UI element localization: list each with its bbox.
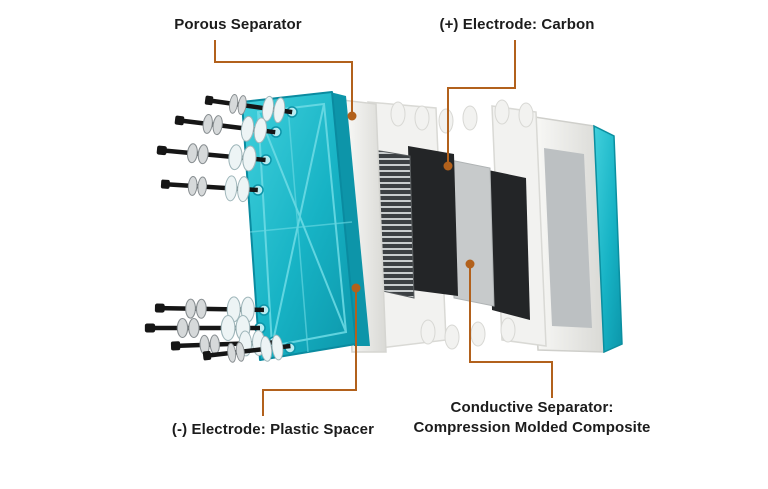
leader-lines xyxy=(214,40,553,416)
label-conductive-separator-line2: Compression Molded Composite xyxy=(413,419,651,436)
right-teal-end-plate-edge xyxy=(593,124,623,354)
frame-tabs xyxy=(390,99,534,350)
label-conductive-separator: Conductive Separator: Compression Molded… xyxy=(382,398,682,438)
bolt xyxy=(160,171,258,202)
molded-rib-pattern xyxy=(249,102,353,353)
middle-stack xyxy=(341,99,547,353)
label-positive-electrode: (+) Electrode: Carbon xyxy=(439,16,595,33)
callout-dot-positive-electrode xyxy=(443,161,453,171)
carbon-electrode-panel-front xyxy=(408,146,458,296)
leader-negative-electrode xyxy=(262,290,357,416)
callout-dots xyxy=(347,111,475,293)
right-end-assembly xyxy=(527,115,623,354)
callout-dot-porous-separator xyxy=(347,111,357,121)
carbon-electrode-panel-rear xyxy=(488,170,530,320)
label-porous-separator: Porous Separator xyxy=(174,16,302,33)
label-negative-electrode: (-) Electrode: Plastic Spacer xyxy=(171,421,375,438)
label-conductive-separator-line1: Conductive Separator: xyxy=(450,399,614,416)
leader-conductive-separator xyxy=(469,266,553,398)
callout-dot-conductive-separator xyxy=(465,259,475,269)
leader-porous-separator xyxy=(214,40,353,112)
teal-end-plate xyxy=(241,91,370,361)
callout-dot-negative-electrode xyxy=(351,283,361,293)
leader-positive-electrode xyxy=(447,40,516,162)
